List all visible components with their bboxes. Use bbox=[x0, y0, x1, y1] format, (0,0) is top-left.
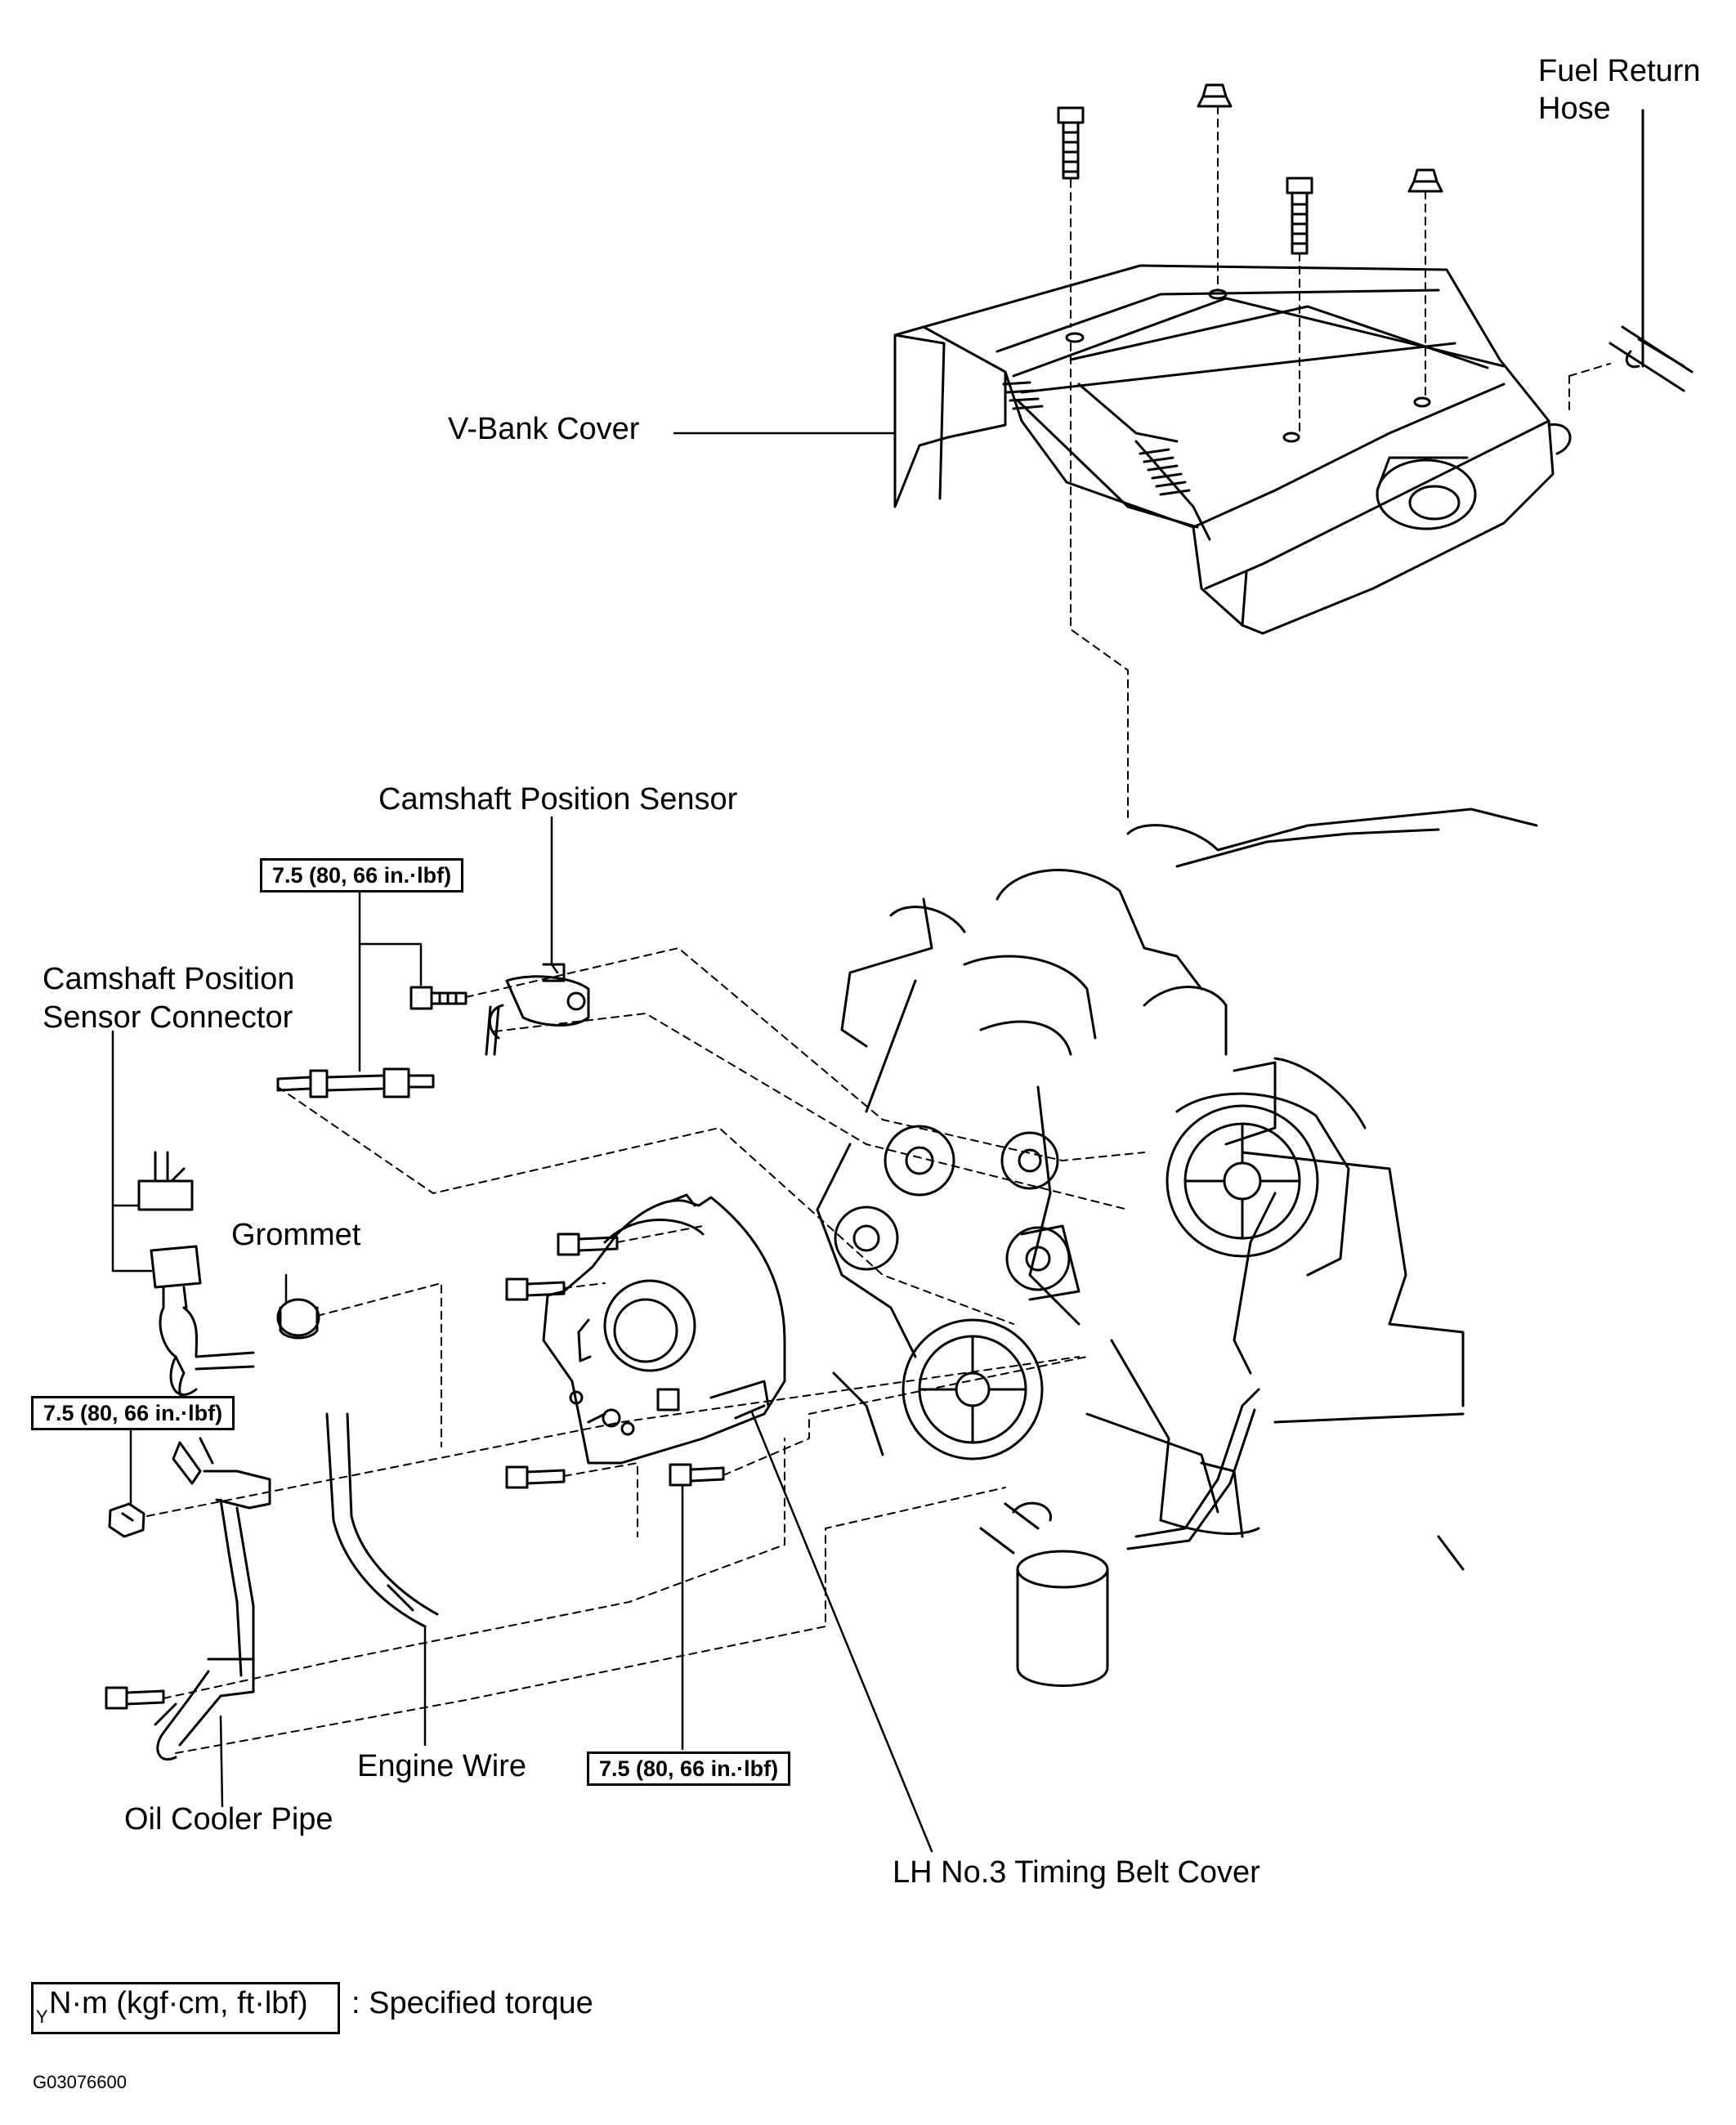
oil-pipe-fasteners bbox=[105, 1502, 165, 1710]
cps-connector-part bbox=[137, 1151, 255, 1401]
figure-code: G03076600 bbox=[33, 2072, 127, 2092]
legend-unit: N·m (kgf·cm, ft·lbf) bbox=[49, 1986, 308, 2020]
engine-wire-label: Engine Wire bbox=[357, 1749, 526, 1783]
legend-box bbox=[31, 1982, 340, 2034]
engine-assembly bbox=[816, 808, 1538, 1687]
torque-spec-upper: 7.5 (80, 66 in.·lbf) bbox=[260, 858, 464, 892]
leader-lines bbox=[111, 432, 933, 1853]
v-bank-cover-bolts bbox=[1057, 83, 1443, 255]
camshaft-position-sensor-label: Camshaft Position Sensor bbox=[378, 782, 738, 816]
torque-spec-bottom: 7.5 (80, 66 in.·lbf) bbox=[587, 1751, 791, 1786]
oil-cooler-pipe-part bbox=[154, 1437, 271, 1761]
camshaft-position-sensor-part bbox=[485, 963, 590, 1056]
oil-cooler-pipe-label: Oil Cooler Pipe bbox=[124, 1802, 333, 1836]
v-bank-cover-label: V-Bank Cover bbox=[448, 412, 640, 446]
fuel-return-hose-label-line2: Hose bbox=[1538, 92, 1611, 126]
v-bank-cover bbox=[893, 264, 1572, 635]
fuel-return-hose bbox=[1608, 109, 1693, 392]
timing-cover-bolts bbox=[505, 1232, 725, 1489]
legend-marker: Y bbox=[36, 2006, 48, 2027]
legend-description: : Specified torque bbox=[351, 1986, 593, 2020]
grommet-label: Grommet bbox=[231, 1218, 361, 1252]
cps-connector-label: Camshaft Position bbox=[43, 962, 295, 996]
grommet-part bbox=[276, 1298, 320, 1340]
sensor-bolts bbox=[276, 986, 468, 1098]
lh-timing-belt-cover bbox=[542, 1193, 786, 1465]
torque-spec-left: 7.5 (80, 66 in.·lbf) bbox=[31, 1396, 235, 1430]
cps-connector-label-line2: Sensor Connector bbox=[43, 1000, 293, 1035]
fuel-return-hose-label: Fuel Return bbox=[1538, 54, 1701, 88]
lh-timing-belt-cover-label: LH No.3 Timing Belt Cover bbox=[893, 1855, 1260, 1890]
engine-wire-part bbox=[325, 1412, 439, 1628]
dashed-alignment-lines bbox=[146, 105, 1611, 1754]
